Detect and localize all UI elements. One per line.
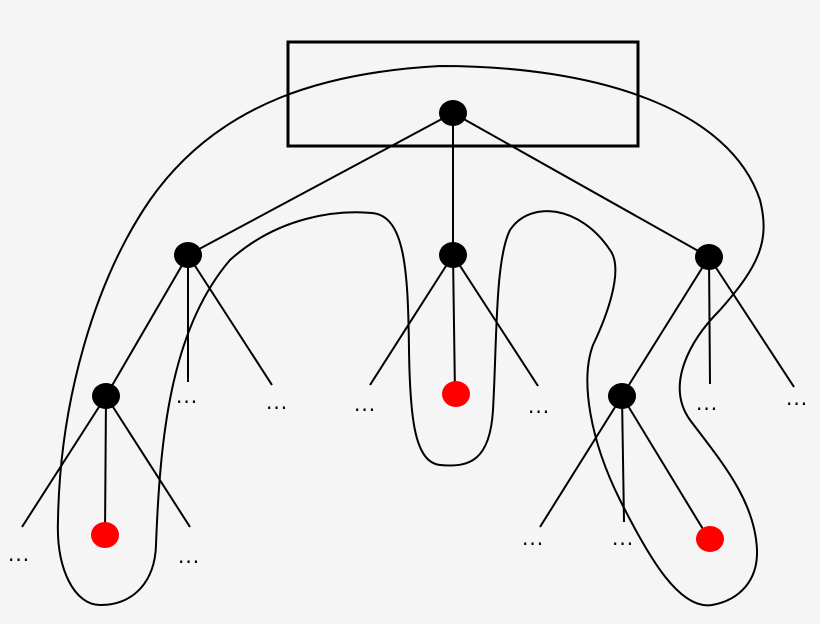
edge-left-stub-2 bbox=[187, 254, 273, 386]
ellipsis-label: ... bbox=[696, 391, 718, 415]
ellipsis-label: ... bbox=[8, 542, 30, 566]
tree-nodes bbox=[91, 100, 724, 552]
ellipsis-label: ... bbox=[528, 394, 550, 418]
node-red-right bbox=[696, 526, 724, 552]
edge-rl-red bbox=[621, 395, 710, 540]
node-middle bbox=[439, 242, 467, 268]
node-red-middle bbox=[442, 381, 470, 407]
node-red-left bbox=[91, 522, 119, 548]
node-right bbox=[695, 244, 723, 270]
edge-root-right bbox=[452, 112, 710, 258]
edge-ll-stub-left bbox=[21, 395, 107, 528]
ellipsis-label: ... bbox=[178, 544, 200, 568]
ellipsis-label: ... bbox=[354, 392, 376, 416]
ellipsis-label: ... bbox=[522, 526, 544, 550]
edge-right-to-rl bbox=[621, 256, 710, 397]
node-left-left bbox=[92, 383, 120, 409]
edge-ll-stub-right bbox=[105, 395, 191, 528]
edge-ll-red bbox=[104, 395, 107, 536]
edge-middle-stub-left bbox=[369, 254, 454, 386]
tree-edges bbox=[21, 112, 795, 540]
ellipsis-label: ... bbox=[612, 526, 634, 550]
region-arch-curve bbox=[56, 64, 765, 607]
edge-right-stub-1 bbox=[708, 256, 711, 385]
node-left bbox=[174, 242, 202, 268]
edge-middle-red bbox=[452, 254, 456, 395]
ellipsis-label: ... bbox=[786, 386, 808, 410]
ellipsis-labels: ... ... ... ... ... ... ... ... ... ... bbox=[8, 384, 808, 568]
node-right-left bbox=[608, 383, 636, 409]
ellipsis-label: ... bbox=[176, 384, 198, 408]
edge-right-stub-2 bbox=[708, 256, 795, 388]
ellipsis-label: ... bbox=[266, 390, 288, 414]
edge-middle-stub-right bbox=[452, 254, 539, 387]
enclosing-regions bbox=[56, 64, 765, 607]
edge-rl-stub-left bbox=[539, 395, 623, 528]
edge-root-left bbox=[187, 112, 454, 256]
edge-rl-stub-mid bbox=[621, 395, 625, 523]
node-root bbox=[439, 100, 467, 126]
edge-left-to-ll bbox=[105, 254, 189, 397]
